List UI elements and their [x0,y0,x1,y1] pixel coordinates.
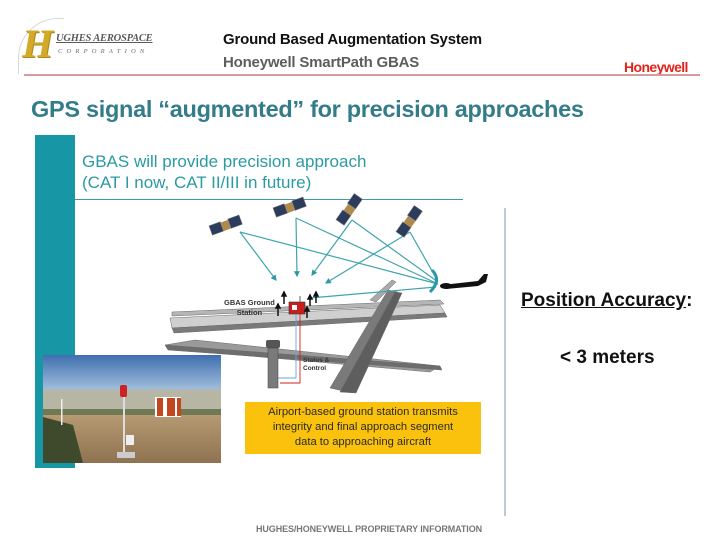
vertical-divider [504,208,506,516]
ground-station-photo [43,355,221,463]
logo-subtitle: CORPORATION [58,48,149,55]
status-label-line2: Control [303,365,327,372]
header-subtitle: Honeywell SmartPath GBAS [223,54,420,71]
position-accuracy-value: < 3 meters [560,347,655,368]
signal-lines [239,217,439,299]
honeywell-logo: Honeywell [624,59,688,75]
figure-caption: Airport-based ground station transmits i… [245,402,481,454]
satellites [208,193,423,238]
slide-title: GPS signal “augmented” for precision app… [31,96,584,122]
aircraft-icon [440,274,488,289]
header-title: Ground Based Augmentation System [223,31,482,48]
caption-line3: data to approaching aircraft [294,436,432,448]
position-accuracy-text: Position Accuracy [521,290,687,311]
position-accuracy-label: Position Accuracy: [521,290,692,312]
logo-initial: H [22,21,54,66]
receiver-arc [428,268,438,294]
header-divider [24,74,700,76]
figure-heading-line2: (CAT I now, CAT II/III in future) [82,173,312,192]
logo-name: UGHES AEROSPACE [56,33,153,44]
figure-heading: GBAS will provide precision approach (CA… [82,151,366,193]
caption-line2: integrity and final approach segment [272,421,454,433]
ground-station-label: GBAS Ground Station [224,298,275,318]
caption-line1: Airport-based ground station transmits [268,406,458,418]
footer-proprietary: HUGHES/HONEYWELL PROPRIETARY INFORMATION [256,524,483,534]
runways [164,279,448,394]
status-label-line1: Status & [303,357,330,364]
position-accuracy-colon: : [686,290,693,311]
figure-heading-line1: GBAS will provide precision approach [82,152,367,171]
ground-station-label-line1: GBAS Ground [224,298,275,307]
ground-station-icon [274,290,320,318]
figure-heading-rule [75,199,463,200]
hughes-aerospace-logo: H UGHES AEROSPACE CORPORATION [16,16,156,74]
status-control-label: Status & Control [303,357,329,373]
ground-station-label-line2: Station [236,308,263,317]
control-tower-icon [266,314,301,389]
